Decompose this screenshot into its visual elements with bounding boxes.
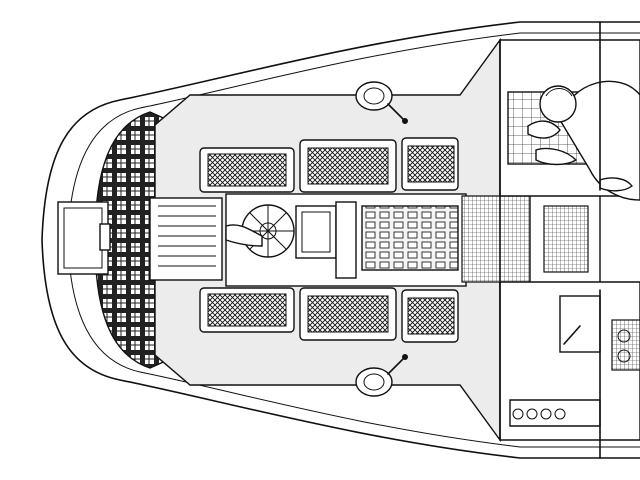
cockpit-cushion — [299, 287, 397, 341]
binnacle-pedestal — [295, 201, 357, 279]
cockpit-cushion — [199, 147, 295, 193]
cockpit-cushion — [199, 287, 295, 333]
cockpit-cushion — [299, 139, 397, 193]
saloon-bulkhead — [499, 21, 601, 459]
companionway — [461, 189, 601, 291]
cockpit-cushion — [401, 137, 459, 191]
galley-shelf — [509, 399, 601, 427]
winch — [355, 81, 408, 124]
galley-stove — [559, 295, 640, 371]
winch — [355, 354, 408, 397]
helm-seat — [149, 197, 223, 281]
cockpit-cushion — [401, 289, 459, 343]
transom-hatch — [57, 201, 111, 275]
steering-wheel — [225, 204, 295, 258]
cockpit-grate — [361, 205, 459, 271]
hull-outline — [41, 21, 640, 459]
